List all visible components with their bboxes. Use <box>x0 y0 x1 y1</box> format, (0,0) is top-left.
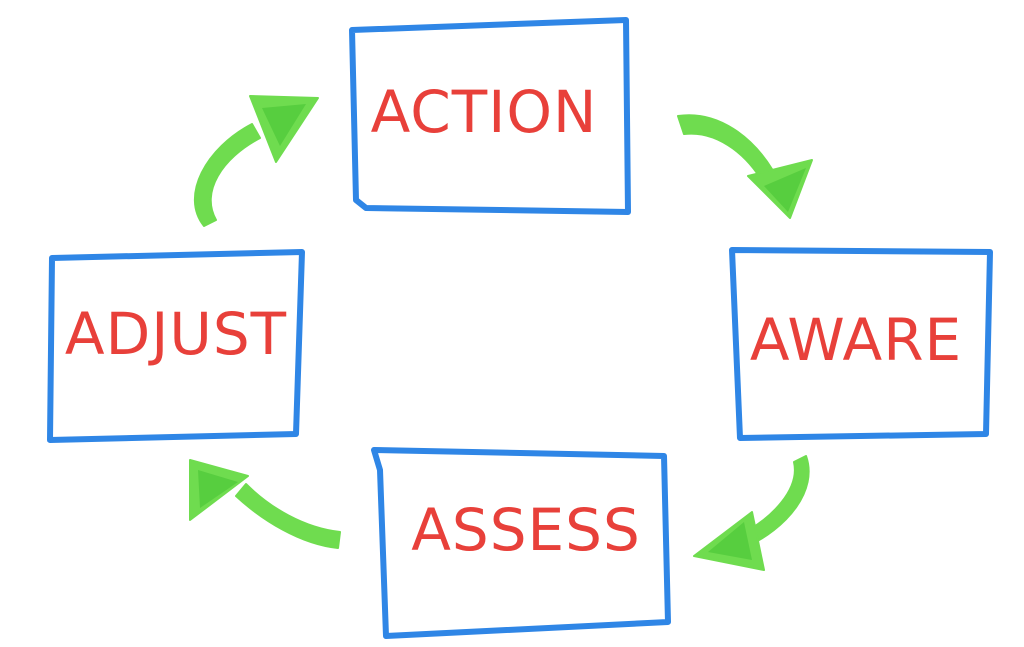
edge-assess-to-adjust <box>189 459 341 549</box>
node-aware: AWARE <box>729 247 993 441</box>
node-label-aware: AWARE <box>750 306 962 374</box>
node-label-adjust: ADJUST <box>65 300 287 368</box>
node-label-assess: ASSESS <box>411 496 641 564</box>
edge-aware-to-assess <box>693 455 810 571</box>
node-label-action: ACTION <box>371 78 598 146</box>
edge-action-to-aware <box>677 114 813 219</box>
node-assess: ASSESS <box>371 447 671 639</box>
edge-adjust-to-action <box>194 95 319 227</box>
node-action: ACTION <box>349 17 631 215</box>
node-adjust: ADJUST <box>47 249 305 443</box>
